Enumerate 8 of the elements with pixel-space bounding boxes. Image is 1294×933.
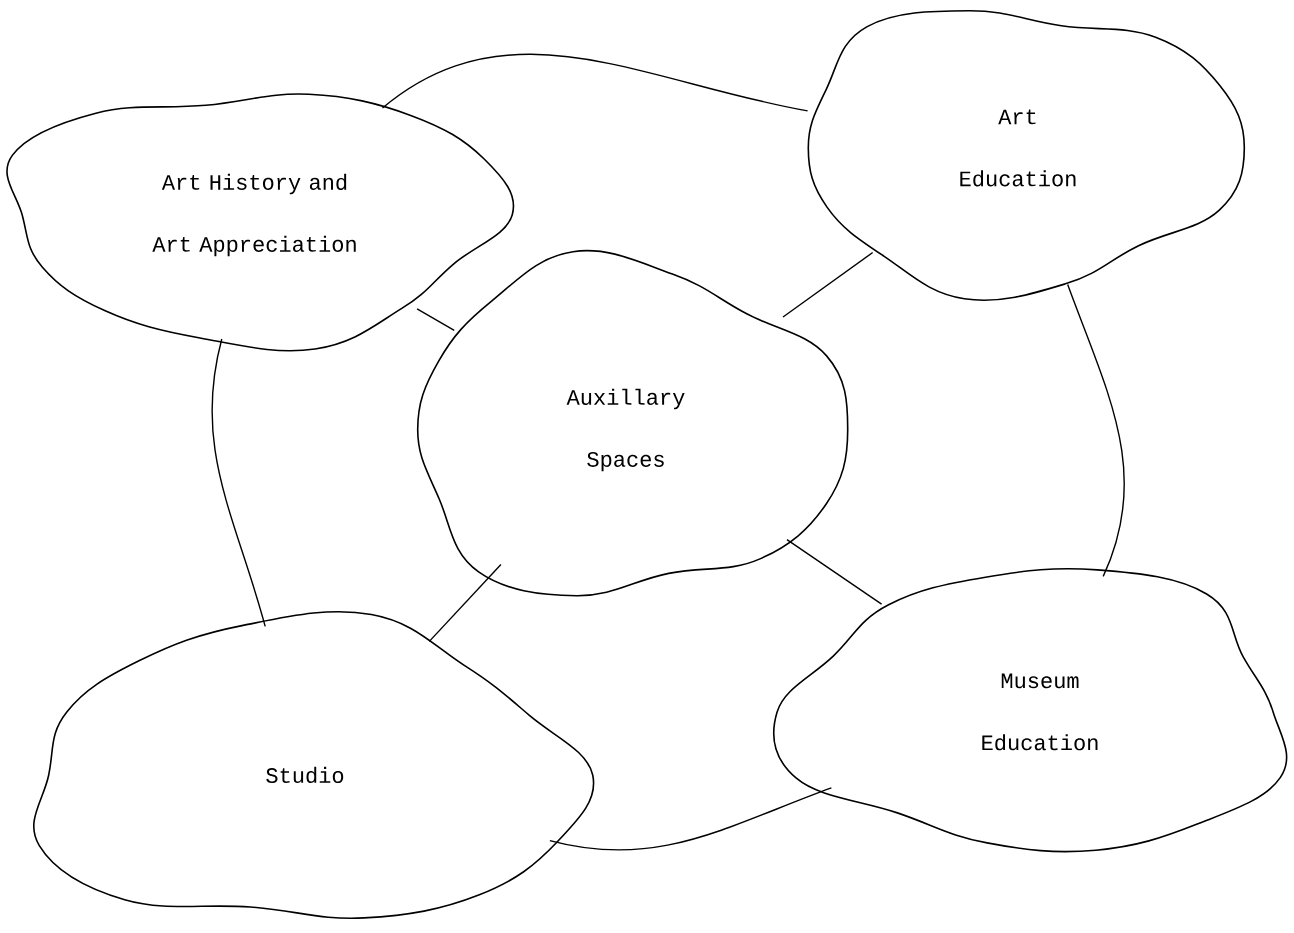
connector-line bbox=[211, 338, 266, 628]
connector-line bbox=[786, 538, 883, 605]
connector-line bbox=[1067, 283, 1125, 578]
connector-line bbox=[549, 787, 833, 851]
connector-line bbox=[428, 563, 502, 643]
connector-line bbox=[416, 308, 455, 332]
connector-line bbox=[381, 54, 809, 112]
connector-line bbox=[782, 251, 874, 318]
